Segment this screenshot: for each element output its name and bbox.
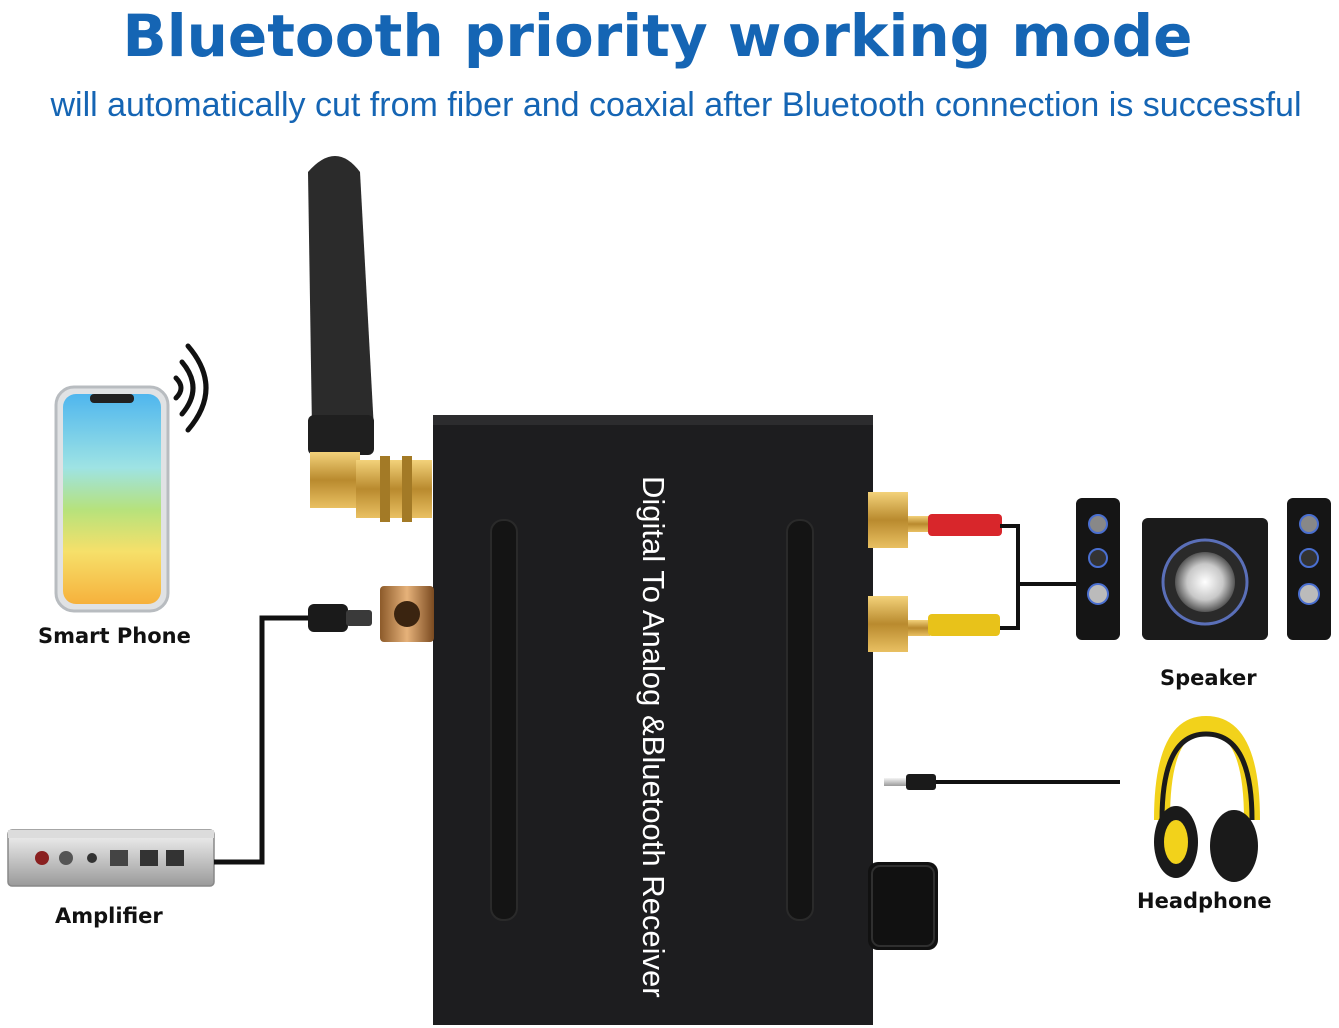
smart-phone-icon — [54, 385, 170, 613]
dac-receiver-device — [433, 415, 873, 1025]
headphone-cable — [884, 774, 1120, 790]
headphone-label: Headphone — [1137, 889, 1272, 913]
page-title: Bluetooth priority working mode — [122, 2, 1193, 70]
device-label-text: Digital To Analog &Bluetooth Receiver — [636, 476, 671, 998]
coaxial-input-port — [380, 586, 434, 642]
amplifier-icon — [7, 829, 215, 887]
wireless-signal-icon — [173, 343, 209, 433]
optical-cable — [214, 604, 372, 865]
speaker-icon — [1076, 498, 1331, 640]
page-subtitle: will automatically cut from fiber and co… — [50, 86, 1302, 124]
amplifier-label: Amplifier — [55, 904, 163, 928]
volume-knob — [868, 862, 938, 950]
speaker-label: Speaker — [1160, 666, 1257, 690]
antenna-icon — [308, 156, 432, 522]
smart-phone-label: Smart Phone — [38, 624, 191, 648]
rca-output-ports — [868, 492, 908, 652]
rca-cable — [908, 514, 1076, 636]
headphone-icon — [1154, 715, 1260, 882]
